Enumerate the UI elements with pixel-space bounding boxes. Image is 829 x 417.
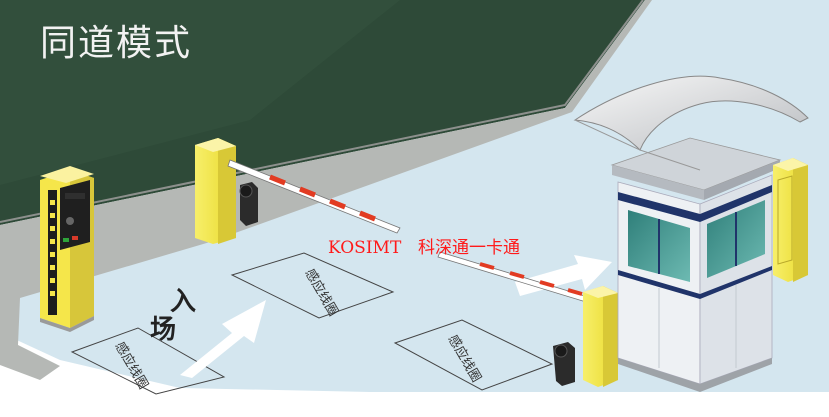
ticket-kiosk [40, 166, 94, 332]
booth-trim-top [618, 185, 772, 222]
curb [0, 0, 652, 380]
lawn-shade [0, 0, 400, 185]
curb-top-edge [0, 0, 644, 223]
entry-arrow [180, 300, 266, 378]
kiosk-red-led [72, 236, 78, 240]
kiosk-green-led [63, 238, 69, 242]
guard-booth [573, 75, 809, 392]
entry-card-reader [239, 182, 258, 226]
booth-side-barrier [773, 158, 808, 282]
entry-label-bottom: 场 [150, 315, 176, 345]
company-name: 科深通一卡通 [418, 238, 520, 258]
booth-trim-bottom [618, 266, 772, 299]
brand-name: KOSIMT [328, 238, 402, 258]
diagram-title: 同道模式 [40, 23, 192, 64]
exit-card-reader [553, 342, 575, 386]
entry-label-top: 入 [170, 287, 196, 317]
bottom-margin [0, 410, 829, 417]
exit-barrier-gate [583, 286, 618, 387]
entry-barrier-gate [195, 138, 401, 244]
